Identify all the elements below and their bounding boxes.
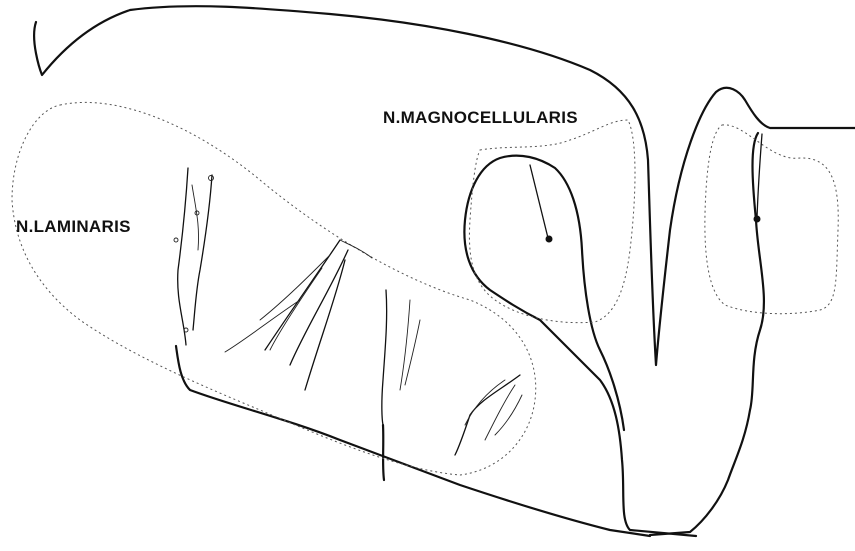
- laminaris-fibers: [174, 168, 522, 455]
- outer-outline-right: [650, 133, 764, 535]
- nucleus-laminaris-label: N.LAMINARIS: [16, 217, 131, 237]
- midline-divider: [383, 425, 384, 480]
- laminaris-boundary: [12, 102, 536, 475]
- magno-axon: [530, 165, 548, 238]
- contralateral-axon: [757, 134, 762, 218]
- contralateral-magno-boundary: [705, 125, 838, 314]
- magno-cell-body: [546, 236, 553, 243]
- outer-outline-top: [34, 6, 855, 365]
- outer-outline-bottom: [176, 346, 650, 536]
- magno-lobe-outline: [464, 156, 696, 536]
- contralateral-cell-body: [754, 216, 761, 223]
- nucleus-magnocellularis-label: N.MAGNOCELLULARIS: [383, 108, 578, 128]
